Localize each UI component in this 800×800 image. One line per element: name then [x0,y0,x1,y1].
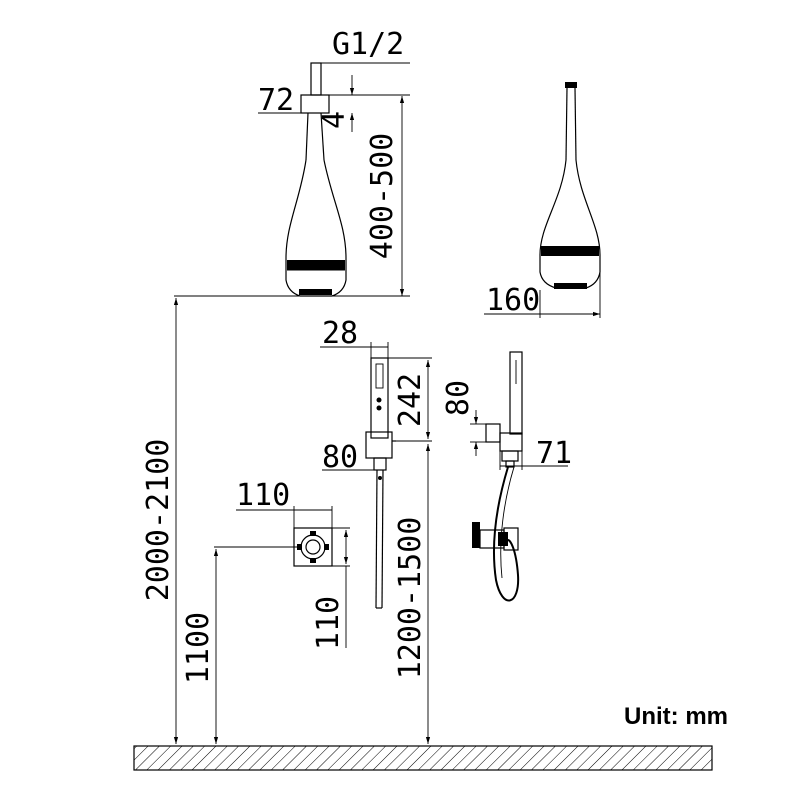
dim-160: 160 [486,283,540,318]
hand-shower-front [365,357,396,609]
floor [133,745,713,771]
dim-110-height: 110 [311,596,346,650]
shower-head-front [285,62,347,297]
dim-72: 72 [258,83,294,118]
dim-1100: 1100 [181,612,216,684]
hand-shower-side [472,351,523,602]
dim-71: 71 [536,436,572,471]
shower-head-side [539,82,601,289]
dimension-lines [173,62,601,744]
dim-g1-2: G1/2 [332,27,404,62]
unit-label: Unit: mm [624,703,728,730]
dim-110-width: 110 [236,478,290,513]
dim-80-side: 80 [441,380,476,416]
dim-4: 4 [317,111,352,129]
dim-242: 242 [393,373,428,427]
dim-1200-1500: 1200-1500 [393,517,428,680]
dim-400-500: 400-500 [365,133,400,259]
dim-80-hand: 80 [322,440,358,475]
dim-2000-2100: 2000-2100 [141,439,176,602]
dim-28: 28 [322,316,358,351]
